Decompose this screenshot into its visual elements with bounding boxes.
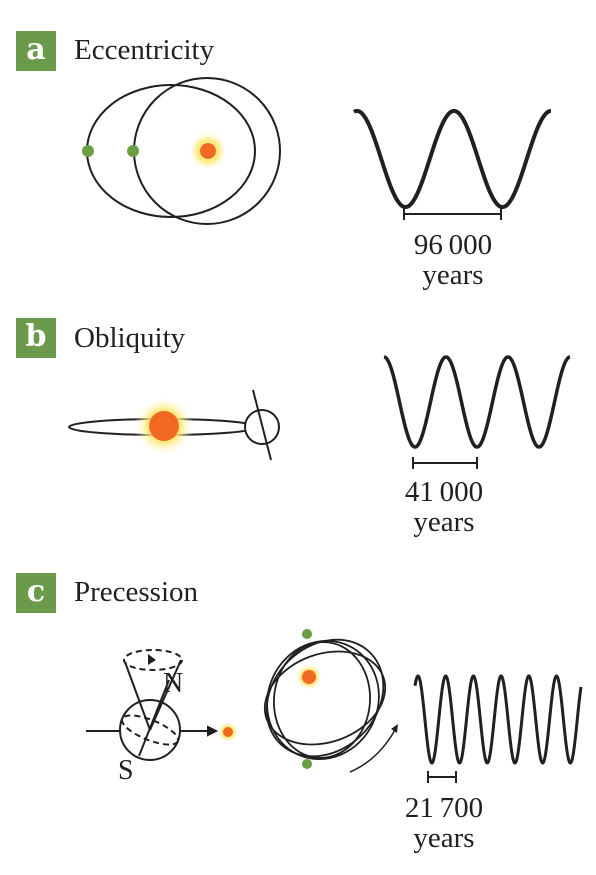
planet-a1 [82,145,94,157]
precession-wave [413,674,583,765]
eccentricity-period-value: 96 000 [413,229,493,261]
arrow-to-sun [207,725,219,737]
eccentricity-period: 96 000 years [392,230,514,290]
obliquity-period-bracket [412,457,478,469]
rotation-arrow [349,729,396,773]
eccentricity-wave [352,109,551,209]
panel-c-title: Precession [74,576,199,608]
south-pole-label: S [118,755,134,786]
planet-a2 [127,145,139,157]
obliquity-period: 41 000 years [383,477,505,537]
obliquity-wave [383,355,571,449]
precession-earth [86,649,219,761]
planet-c2 [302,759,312,769]
precession-period-value: 21 700 [404,792,484,824]
eccentricity-period-bracket [403,208,502,220]
panel-c-badge: c [16,573,56,613]
sun-c [223,727,233,737]
panel-b-title: Obliquity [74,322,186,354]
rotation-arrow-head [391,724,398,733]
panel-b-badge: b [16,318,56,358]
planet-c1 [302,629,312,639]
obliquity-period-unit: years [413,506,475,538]
precession-arrow-head [148,654,156,665]
precession-period-unit: years [413,822,475,854]
eccentricity-orbits [86,77,281,225]
panel-a-title: Eccentricity [74,34,215,66]
panel-a-badge: a [16,31,56,71]
precession-cone-left [124,661,151,731]
precession-period-bracket [427,771,457,783]
precessing-orbits [263,638,387,761]
eccentricity-period-unit: years [422,259,484,291]
sun-b [149,411,179,441]
precession-period: 21 700 years [383,793,505,853]
tilted-axis-b [252,389,272,461]
obliquity-period-value: 41 000 [404,476,484,508]
precession-axis [138,679,170,757]
north-pole-label: N [163,668,184,699]
precession-cone-right [149,659,182,731]
orbit-elongated [86,84,256,218]
sun-a [200,143,216,159]
sun-c2 [302,670,316,684]
precession-circle [123,649,183,671]
